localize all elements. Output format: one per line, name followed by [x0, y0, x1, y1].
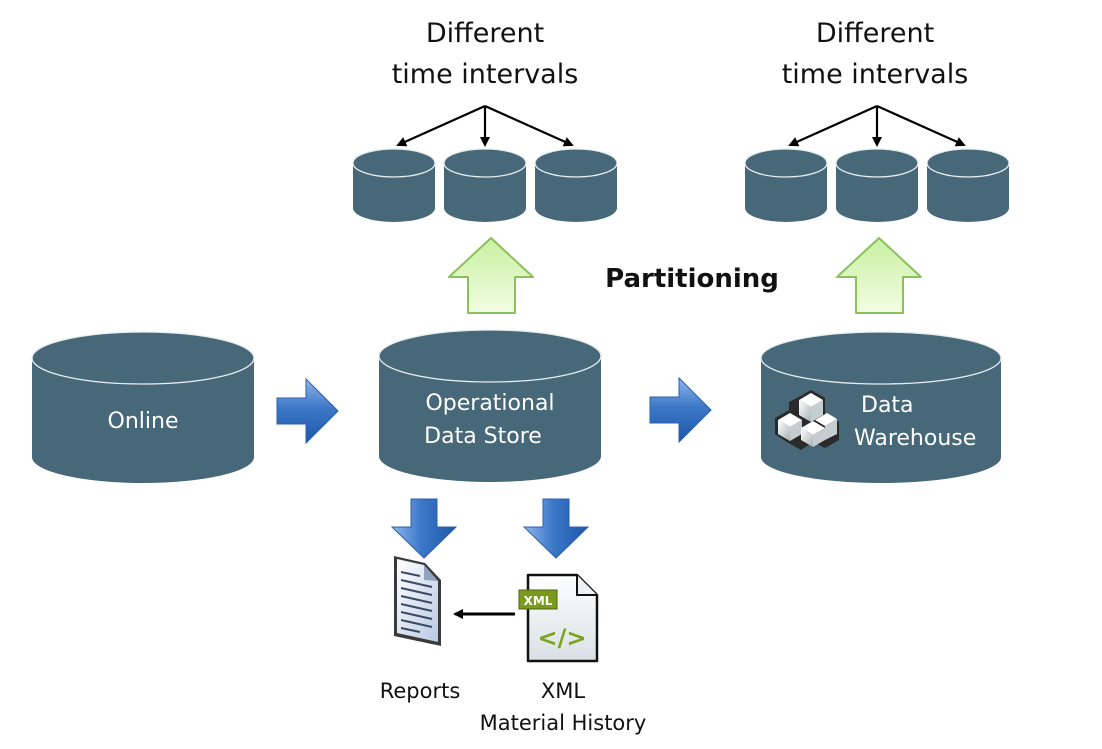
partition-cylinder — [835, 148, 919, 222]
left-partition-group: Different time intervals — [352, 18, 618, 314]
operational-data-store-database: Operational Data Store — [378, 329, 602, 482]
flow-arrow-ods-to-warehouse — [649, 376, 712, 444]
warehouse-label-line2: Warehouse — [854, 426, 976, 451]
partition-cylinder — [926, 148, 1010, 222]
xml-label-line1: XML — [541, 679, 586, 703]
right-caption-line1: Different — [816, 18, 934, 49]
right-fanout-arrows — [788, 104, 966, 147]
reports-label: Reports — [380, 679, 461, 703]
fanout-arrow-left — [396, 104, 486, 147]
partition-cylinder — [744, 148, 828, 222]
warehouse-label-line1: Data — [861, 393, 914, 418]
partition-up-arrow — [448, 237, 534, 314]
partitioning-label: Partitioning — [605, 264, 779, 294]
right-caption-line2: time intervals — [782, 59, 969, 90]
reports-document-icon — [394, 556, 441, 646]
left-caption-line2: time intervals — [392, 59, 579, 90]
partition-cylinder — [352, 148, 436, 222]
xml-code-glyph: </> — [538, 624, 587, 652]
ods-label-line2: Data Store — [424, 424, 542, 449]
fanout-arrow-right — [484, 104, 574, 147]
online-label: Online — [108, 409, 179, 434]
partition-up-arrow — [836, 237, 922, 314]
fanout-arrow-left — [788, 104, 878, 147]
flow-arrow-ods-to-reports — [390, 498, 458, 559]
fanout-arrow-right — [876, 104, 966, 147]
data-warehouse-database: Data Warehouse — [760, 331, 1002, 483]
ods-label-line1: Operational — [425, 391, 554, 416]
xml-document-icon: XML </> — [518, 573, 599, 663]
xml-badge-text: XML — [524, 594, 553, 608]
online-database: Online — [31, 331, 255, 483]
xml-badge — [518, 589, 558, 610]
flow-arrow-ods-to-xml — [522, 498, 590, 559]
cubes-icon — [775, 390, 839, 450]
left-caption-line1: Different — [426, 18, 544, 49]
left-fanout-arrows — [396, 104, 574, 147]
right-partition-group: Different time intervals — [744, 18, 1010, 314]
partition-cylinder — [534, 148, 618, 222]
partition-cylinder — [443, 148, 527, 222]
xml-label-line2: Material History — [480, 711, 647, 735]
flow-arrow-online-to-ods — [276, 377, 339, 445]
